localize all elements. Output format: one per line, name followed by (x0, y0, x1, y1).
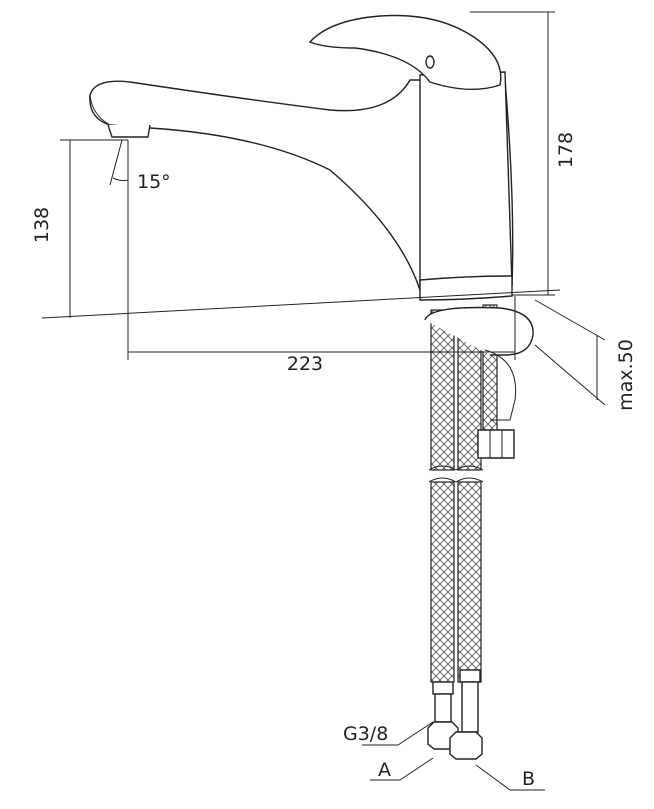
supply-hoses (427, 309, 484, 760)
mounting-hardware (424, 304, 534, 459)
spout (89, 79, 514, 291)
faucet-body (89, 14, 514, 301)
callouts: G3/8 A B (343, 721, 545, 791)
nut-b (449, 731, 483, 760)
dimension-spout-reach: 223 (287, 353, 323, 375)
lever-handle (308, 14, 502, 91)
hose-a-lower (430, 481, 455, 683)
hose-a-upper (430, 309, 455, 471)
body-column (419, 71, 513, 291)
dimension-height-total: 178 (555, 132, 577, 168)
aerator (107, 124, 151, 138)
dimension-spout-height: 138 (31, 207, 53, 243)
callout-thread: G3/8 (343, 723, 388, 745)
dimensions: 178 138 15° 223 max.50 (31, 11, 637, 411)
dimension-spout-angle: 15° (137, 171, 171, 193)
callout-inlet-a: A (378, 759, 391, 781)
dimension-max-thickness: max.50 (615, 339, 637, 411)
hose-b-lower (457, 481, 482, 683)
callout-inlet-b: B (522, 768, 535, 790)
